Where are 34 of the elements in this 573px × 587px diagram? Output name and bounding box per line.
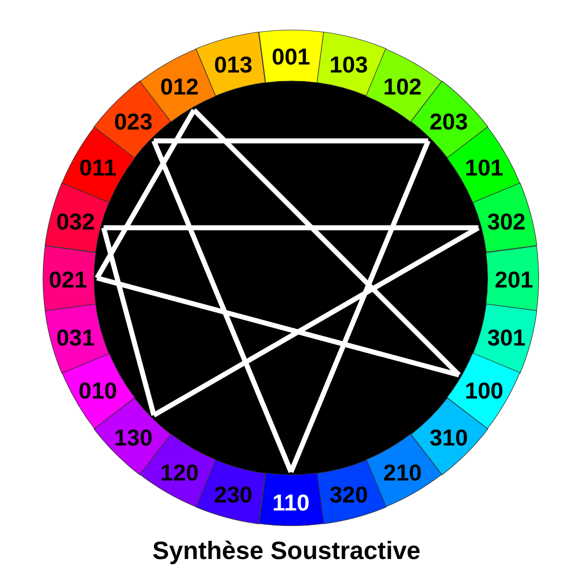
connector-line [96, 276, 460, 378]
segment-label: 031 [56, 326, 95, 350]
segment-label: 203 [429, 110, 468, 134]
segment-label: 310 [429, 426, 468, 450]
segment-label: 102 [383, 75, 422, 98]
segment-label: 021 [48, 268, 88, 292]
segment-label: 012 [160, 75, 199, 98]
segment-label: 013 [214, 53, 252, 76]
segment-label: 320 [330, 484, 368, 507]
segment-label: 210 [383, 462, 422, 485]
connector-line [101, 227, 156, 416]
segment-label: 110 [272, 491, 310, 514]
connector-line [152, 140, 294, 473]
segment-label: 301 [487, 326, 526, 350]
segment-label: 100 [464, 380, 504, 403]
segment-label: 302 [487, 210, 526, 234]
segment-label: 103 [330, 53, 368, 76]
connector-line [154, 138, 428, 144]
segment-label: 130 [114, 426, 152, 450]
segment-label: 120 [160, 462, 199, 485]
segment-label: 201 [494, 268, 534, 292]
connector-line [152, 226, 480, 418]
connector-line [94, 108, 196, 280]
segment-label: 011 [79, 156, 116, 180]
connector-line [192, 108, 461, 377]
segment-label: 001 [272, 46, 310, 68]
connector-line [104, 225, 478, 230]
segment-label: 023 [114, 110, 152, 134]
segment-label: 010 [78, 380, 118, 403]
connector-line [288, 140, 430, 473]
segment-label: 032 [56, 210, 95, 234]
diagram-title: Synthèse Soustractive [152, 537, 421, 565]
segment-label: 230 [214, 484, 252, 507]
segment-label: 101 [464, 156, 504, 180]
